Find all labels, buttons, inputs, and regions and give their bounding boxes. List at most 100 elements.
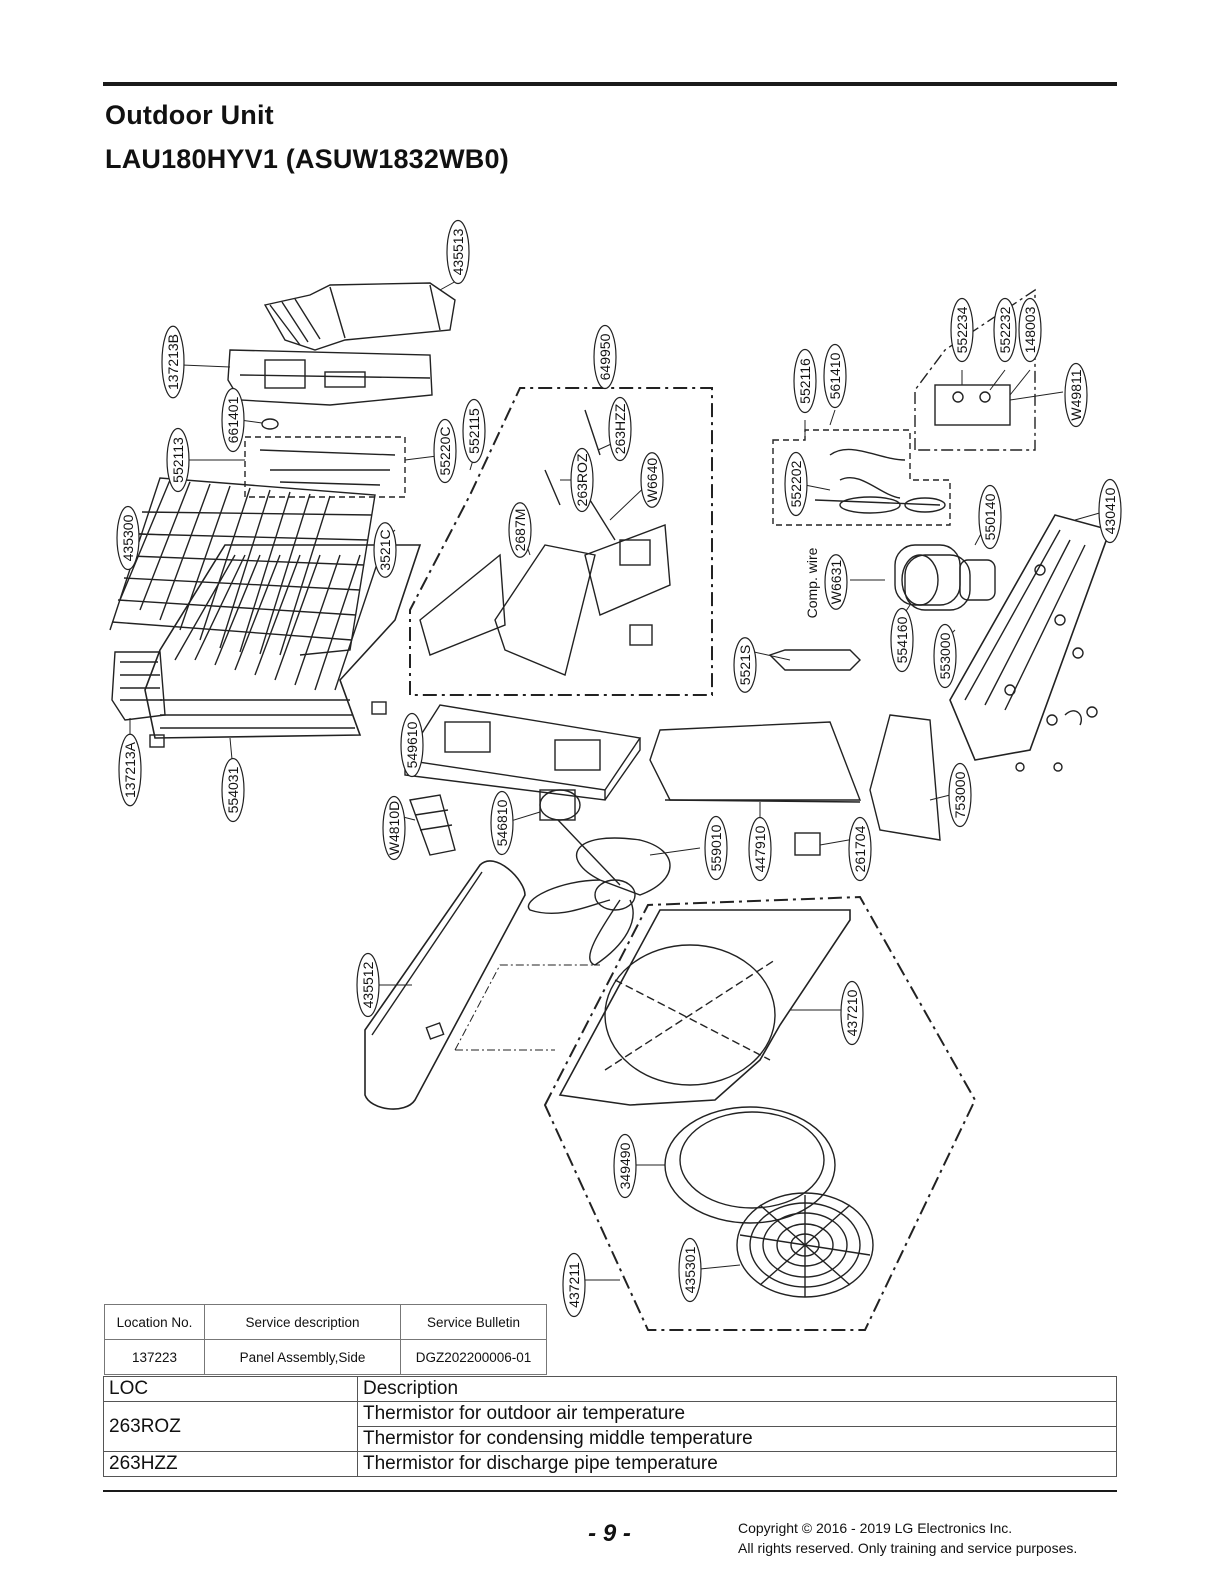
loc-header: LOC: [103, 1376, 358, 1402]
copyright-text: Copyright © 2016 - 2019 LG Electronics I…: [738, 1520, 1013, 1536]
callout-148003: 148003: [1018, 297, 1042, 363]
callout-oval: [433, 418, 457, 484]
callout-oval: [373, 522, 397, 578]
top-rule: [103, 82, 1117, 86]
callout-552116: 552116: [793, 348, 817, 414]
callout-label: 5521S: [737, 645, 753, 685]
callout-549610: 549610: [400, 712, 424, 778]
callout-oval: [221, 387, 245, 453]
service-bulletin-table: Location No. Service description Service…: [104, 1304, 547, 1375]
callout-label: 549610: [404, 721, 420, 768]
callout-label: 435301: [682, 1246, 698, 1293]
callout-label: 554031: [225, 766, 241, 813]
callout-label: 263ROZ: [574, 453, 590, 506]
callout-label: 546810: [494, 799, 510, 846]
callout-554160: 554160: [890, 607, 914, 673]
callout-263hzz: 263HZZ: [608, 396, 632, 462]
callout-546810: 546810: [490, 790, 514, 856]
callout-552113: 552113: [166, 427, 190, 493]
callout-oval: [490, 790, 514, 856]
callout-oval: [562, 1252, 586, 1318]
callout-oval: [593, 324, 617, 390]
callout-label: 559010: [708, 824, 724, 871]
model-title: LAU180HYV1 (ASUW1832WB0): [105, 144, 509, 174]
callout-oval: [978, 484, 1002, 550]
callout-label: 261704: [852, 825, 868, 872]
callout-oval: [784, 451, 808, 517]
callout-label: 430410: [1102, 487, 1118, 534]
callout-label: 263HZZ: [612, 403, 628, 454]
callout-label: 437211: [566, 1262, 582, 1308]
callout-437210: 437210: [840, 980, 864, 1046]
callout-263roz: 263ROZ: [570, 447, 594, 513]
callout-435513: 435513: [446, 219, 470, 285]
callout-oval: [118, 733, 142, 807]
callout-5521s: 5521S: [733, 637, 757, 693]
callout-oval: [161, 325, 185, 399]
callout-label: 435513: [450, 228, 466, 275]
top-panel-part: [227, 349, 433, 406]
callout-label: 553000: [937, 632, 953, 679]
callout-oval: [356, 952, 380, 1018]
callout-label: 552202: [788, 460, 804, 507]
bulletin-header-bulletin: Service Bulletin: [400, 1304, 547, 1340]
callout-w49811: W49811: [1064, 362, 1088, 428]
loc-cell: 263ROZ: [103, 1401, 358, 1452]
rear-grille-part: [109, 477, 376, 656]
callout-oval: [824, 554, 848, 610]
callout-oval: [608, 396, 632, 462]
callout-137213b: 137213B: [161, 325, 185, 399]
callout-oval: [640, 452, 664, 508]
callout-oval: [382, 795, 406, 861]
callout-oval: [570, 447, 594, 513]
page-number: - 9 -: [588, 1520, 631, 1547]
front-panel-part: [558, 909, 851, 1106]
callout-label: 2687M: [512, 509, 528, 552]
callout-447910: 447910: [748, 816, 772, 882]
callout-435512: 435512: [356, 952, 380, 1018]
bulletin-description: Panel Assembly,Side: [204, 1339, 401, 1375]
callout-oval: [613, 1133, 637, 1199]
fan-blade-part: [527, 837, 671, 966]
callout-661401: 661401: [221, 387, 245, 453]
callout-552202: 552202: [784, 451, 808, 517]
top-cover-part: [263, 282, 456, 351]
loc-header-row: LOC Description: [103, 1376, 1117, 1402]
callout-554031: 554031: [221, 757, 245, 823]
loc-description-table: LOC Description 263ROZ Thermistor for ou…: [103, 1376, 1117, 1477]
callout-label: 3521C: [377, 529, 393, 570]
callout-label: W4810D: [386, 801, 402, 855]
callout-553000: 553000: [933, 623, 957, 689]
callout-w6640: W6640: [640, 452, 664, 508]
callout-label: 552115: [466, 408, 482, 454]
bulletin-row: 137223 Panel Assembly,Side DGZ202200006-…: [104, 1339, 547, 1375]
callout-oval: [933, 623, 957, 689]
copyright-block: Copyright © 2016 - 2019 LG Electronics I…: [738, 1518, 1077, 1558]
callout-oval: [221, 757, 245, 823]
callout-559010: 559010: [704, 815, 728, 881]
callout-oval: [446, 219, 470, 285]
callout-w4810d: W4810D: [382, 795, 406, 861]
callout-oval: [890, 607, 914, 673]
bulletin-header-row: Location No. Service description Service…: [104, 1304, 547, 1340]
callout-label: 753000: [952, 771, 968, 818]
loc-cell: 263HZZ: [103, 1451, 358, 1477]
callout-label: 552113: [170, 437, 186, 483]
callout-oval: [950, 297, 974, 363]
callout-137213a: 137213A: [118, 733, 142, 807]
callout-552232: 552232: [993, 297, 1017, 363]
callout-oval: [823, 343, 847, 409]
callout-oval: [748, 816, 772, 882]
callout-oval: [793, 348, 817, 414]
callout-label: 148003: [1022, 306, 1038, 353]
callout-label: 137213A: [122, 741, 138, 798]
description-cell: Thermistor for condensing middle tempera…: [357, 1426, 1117, 1452]
callout-oval: [678, 1237, 702, 1303]
fan-motor-part: [539, 789, 621, 886]
side-panel-part: [364, 860, 526, 1110]
table-row: 263ROZ Thermistor for outdoor air temper…: [103, 1401, 1117, 1452]
callout-oval: [704, 815, 728, 881]
compressor-part: [894, 544, 996, 611]
callout-561410: 561410: [823, 343, 847, 409]
callout-label: W6631: [828, 560, 844, 605]
